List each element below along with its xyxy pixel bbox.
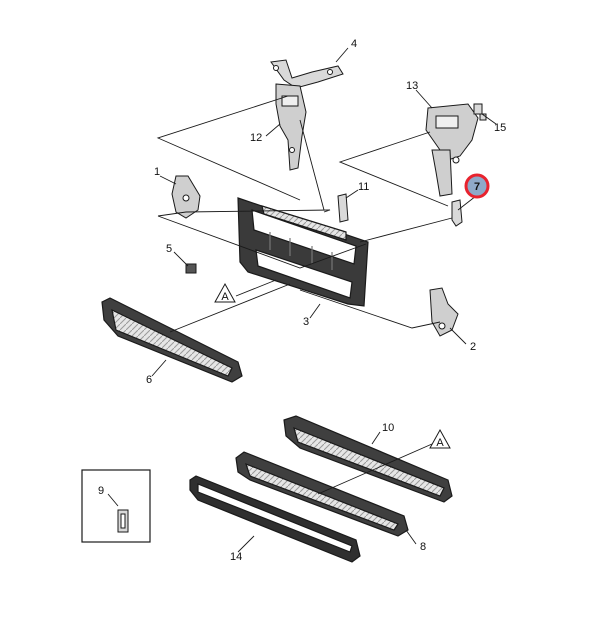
callout-9: 9: [98, 485, 104, 497]
bracket-2: [429, 287, 459, 337]
callout-4: 4: [351, 38, 357, 50]
callout-2: 2: [470, 341, 476, 353]
callout-13: 13: [406, 80, 418, 92]
callout-12: 12: [250, 132, 262, 144]
bracket-1: [171, 175, 201, 219]
grille-8: [235, 451, 409, 537]
reference-a-lower-label: A: [436, 437, 444, 449]
bracket-7: [451, 199, 463, 227]
callout-7-highlight[interactable]: 7: [464, 173, 490, 199]
callout-3: 3: [303, 316, 309, 328]
grille-10: [283, 415, 453, 503]
callout-1: 1: [154, 166, 160, 178]
grille-6: [101, 297, 243, 383]
callout-6: 6: [146, 374, 152, 386]
leader-lines: [107, 47, 497, 553]
reference-a-upper-label: A: [221, 291, 229, 303]
bracket-12: [275, 83, 307, 171]
callout-15: 15: [494, 122, 506, 134]
bracket-4: [270, 59, 344, 89]
reference-triangle-a-upper: A: [214, 282, 236, 303]
callout-8: 8: [420, 541, 426, 553]
callout-5: 5: [166, 243, 172, 255]
callout-labels: 4 13 15 12 1 11 5 3 2 6 10 9 8 14: [98, 38, 506, 563]
fastener-9: [117, 509, 129, 533]
callout-7-label: 7: [474, 181, 480, 193]
detail-inset-box: [81, 469, 151, 543]
bracket-13: [425, 103, 479, 197]
callout-14: 14: [230, 551, 242, 563]
clip-5: [185, 263, 197, 274]
molding-14: [189, 475, 361, 563]
reference-triangle-a-lower: A: [429, 428, 451, 449]
callout-11: 11: [358, 181, 369, 193]
frame-3: [237, 197, 369, 307]
bracket-11: [337, 193, 349, 223]
callout-10: 10: [382, 422, 394, 434]
